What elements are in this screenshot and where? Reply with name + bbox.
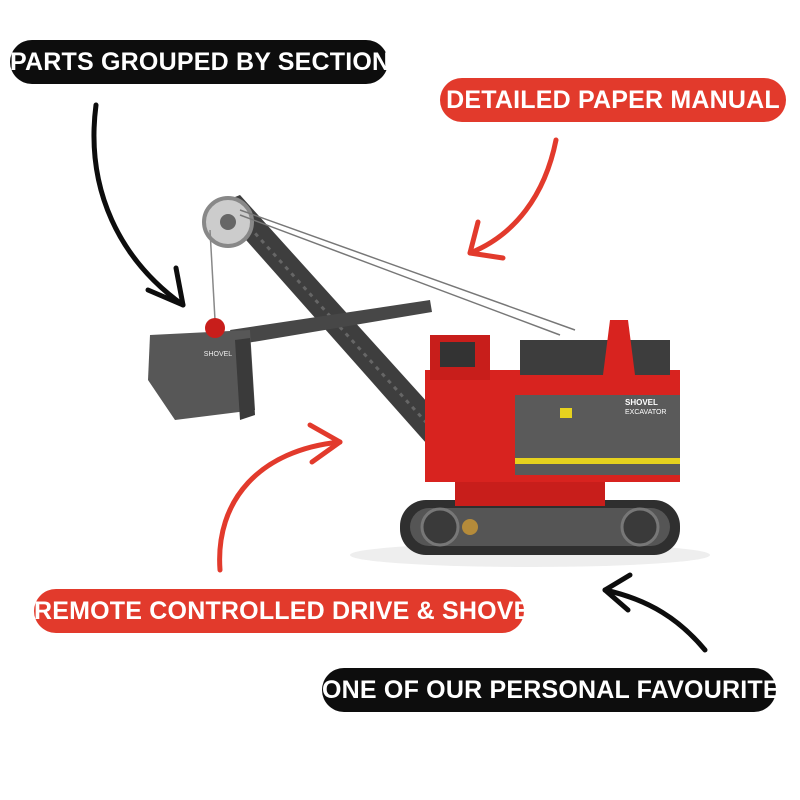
boom xyxy=(202,195,576,470)
arrow-to-arm-icon xyxy=(217,422,343,573)
bucket-branding: SHOVEL xyxy=(204,351,233,358)
dipper-arm xyxy=(230,300,432,345)
callout-paper-manual: DETAILED PAPER MANUAL xyxy=(440,78,786,122)
arrow-to-boom-icon xyxy=(467,137,559,261)
callout-remote-controlled: REMOTE CONTROLLED DRIVE & SHOVEL xyxy=(34,589,546,633)
house-branding-line2: EXCAVATOR xyxy=(625,409,667,416)
shovel-bucket: SHOVEL xyxy=(148,318,255,420)
house-branding-line1: SHOVEL xyxy=(625,398,658,407)
arrow-to-bucket-icon xyxy=(91,102,186,308)
crawler-tracks xyxy=(400,500,680,555)
arrow-to-tracks-icon xyxy=(602,572,708,653)
turntable xyxy=(455,478,605,506)
machine-house: SHOVEL EXCAVATOR xyxy=(425,320,680,482)
callout-parts-grouped: PARTS GROUPED BY SECTION xyxy=(10,40,390,84)
callout-personal-favourite: ONE OF OUR PERSONAL FAVOURITES xyxy=(322,668,796,712)
